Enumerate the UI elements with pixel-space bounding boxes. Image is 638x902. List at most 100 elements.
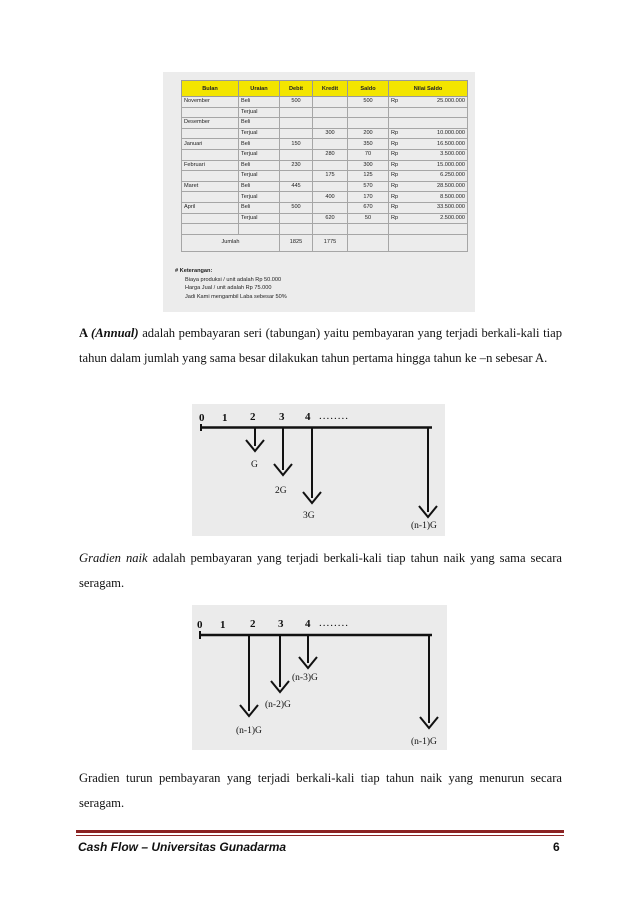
period-label: 4 — [305, 411, 311, 423]
cell-kredit — [312, 180, 348, 193]
cell-bulan — [181, 170, 239, 182]
cell-rp: Rp — [388, 159, 410, 172]
payment-arrow — [245, 427, 265, 453]
cell-saldo — [347, 117, 389, 129]
cell-rp: Rp — [388, 201, 410, 214]
period-label: 2 — [250, 411, 256, 423]
total-label: Jumlah — [181, 233, 280, 252]
cell-kredit — [312, 117, 348, 129]
cell-uraian: Terjual — [238, 106, 280, 119]
payment-arrow — [298, 635, 318, 670]
cell-debit — [279, 170, 313, 182]
table-row — [181, 223, 469, 235]
note-line: Harga Jual / unit adalah Rp 75.000 — [185, 285, 272, 292]
cell-kredit — [312, 106, 348, 119]
cell-uraian: Terjual — [238, 170, 280, 182]
cell-nilai-saldo: 25.000.000 — [409, 96, 469, 108]
inventory-table-figure: Bulan Uraian Debit Kredit Saldo Nilai Sa… — [163, 72, 475, 312]
cell-uraian: Terjual — [238, 148, 280, 161]
cell-rp: Rp — [388, 138, 410, 150]
term-a: A — [79, 326, 88, 340]
cell-saldo — [347, 223, 389, 235]
cell-debit — [279, 223, 313, 235]
cashflow-diagram-gradien-naik: 0 1 2 3 4 ........ G 2G 3G (n-1)G — [192, 404, 445, 536]
note-line: Jadi Kami mengambil Laba sebesar 50% — [185, 293, 287, 300]
paragraph-annual-text: adalah pembayaran seri (tabungan) yaitu … — [79, 326, 562, 365]
cell-uraian: Terjual — [238, 127, 280, 140]
arrow-label: 2G — [275, 486, 287, 496]
inventory-table: Bulan Uraian Debit Kredit Saldo Nilai Sa… — [181, 80, 469, 252]
cell-kredit: 400 — [312, 191, 348, 203]
cell-rp: Rp — [388, 180, 410, 193]
cell-saldo: 670 — [347, 201, 389, 214]
column-header-debit: Debit — [279, 80, 313, 97]
arrow-label: (n-1)G — [236, 725, 262, 736]
cell-bulan — [181, 148, 239, 161]
period-label: 1 — [220, 619, 226, 631]
paragraph-annual: A (Annual) adalah pembayaran seri (tabun… — [79, 321, 562, 371]
cell-bulan — [181, 212, 239, 225]
cell-rp: Rp — [388, 127, 410, 140]
footer-title: Cash Flow – Universitas Gunadarma — [78, 840, 287, 854]
cell-nilai-saldo: 3.500.000 — [409, 148, 469, 161]
cell-bulan — [181, 191, 239, 203]
column-header-saldo: Saldo — [347, 80, 389, 97]
total-nilai — [388, 233, 468, 252]
arrow-label: 3G — [303, 511, 315, 521]
cell-nilai-saldo: 16.500.000 — [409, 138, 469, 150]
cell-saldo — [347, 106, 389, 119]
paragraph-gradien-naik-text: adalah pembayaran yang terjadi berkali-k… — [79, 551, 563, 590]
period-label: 0 — [197, 619, 203, 631]
cell-uraian: Beli — [238, 138, 280, 150]
cell-debit — [279, 212, 313, 225]
cell-rp: Rp — [388, 212, 410, 225]
cell-nilai-saldo — [409, 223, 469, 235]
term-annual: A (Annual) — [79, 326, 139, 340]
term-annual-italic: (Annual) — [91, 326, 139, 340]
cell-kredit: 300 — [312, 127, 348, 140]
cell-nilai-saldo: 8.500.000 — [409, 191, 469, 203]
footer-rule — [76, 830, 564, 833]
cell-uraian: Terjual — [238, 212, 280, 225]
cell-nilai-saldo: 28.500.000 — [409, 180, 469, 193]
cell-nilai-saldo — [409, 106, 469, 119]
cell-saldo: 125 — [347, 170, 389, 182]
cell-bulan — [181, 127, 239, 140]
cell-bulan — [181, 223, 239, 235]
cell-rp: Rp — [388, 148, 410, 161]
paragraph-gradien-naik: Gradien naik adalah pembayaran yang terj… — [79, 546, 562, 596]
cell-debit: 500 — [279, 96, 313, 108]
payment-arrow — [419, 635, 439, 730]
term-gradien-naik: Gradien naik — [79, 551, 148, 565]
column-header-kredit: Kredit — [312, 80, 348, 97]
cell-debit — [279, 191, 313, 203]
cell-saldo: 300 — [347, 159, 389, 172]
cell-rp — [388, 106, 410, 119]
cell-debit: 150 — [279, 138, 313, 150]
cell-nilai-saldo: 2.500.000 — [409, 212, 469, 225]
cell-debit — [279, 127, 313, 140]
column-header-uraian: Uraian — [238, 80, 280, 97]
cell-saldo: 200 — [347, 127, 389, 140]
continuation-dots: ........ — [319, 617, 349, 629]
cell-bulan: April — [181, 201, 239, 214]
cell-saldo: 570 — [347, 180, 389, 193]
cell-saldo: 170 — [347, 191, 389, 203]
cell-rp — [388, 223, 410, 235]
cell-uraian: Terjual — [238, 191, 280, 203]
cashflow-diagram-gradien-turun: 0 1 2 3 4 ........ (n-1)G (n-2)G (n-3)G … — [192, 605, 447, 750]
cell-debit — [279, 148, 313, 161]
cell-bulan: Desember — [181, 117, 239, 129]
cell-uraian — [238, 223, 280, 235]
cell-nilai-saldo: 33.500.000 — [409, 201, 469, 214]
payment-arrow — [273, 427, 293, 477]
payment-arrow — [302, 427, 322, 505]
cell-debit: 500 — [279, 201, 313, 214]
